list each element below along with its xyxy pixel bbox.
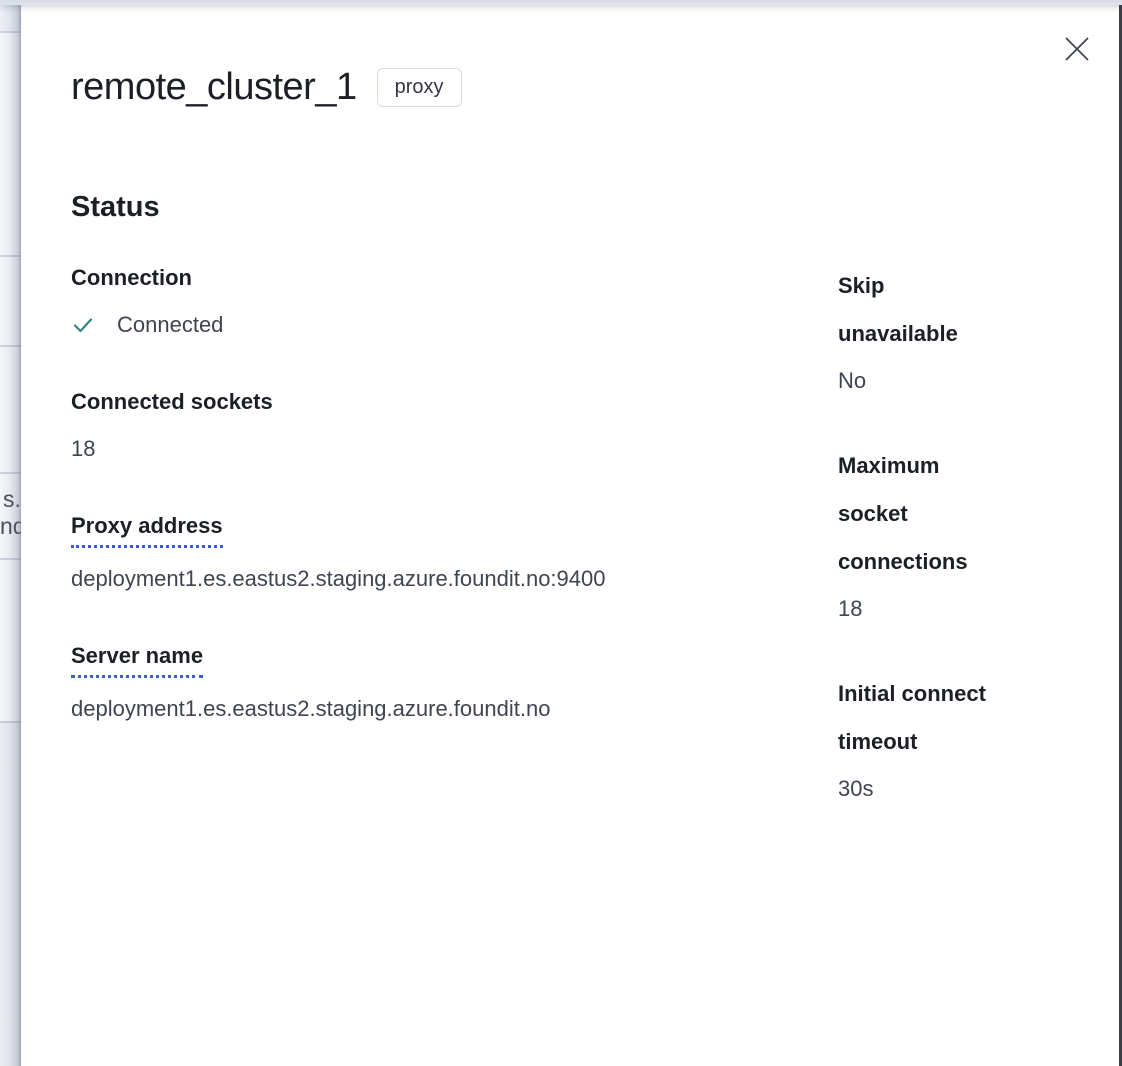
proxy-address-tooltip-anchor[interactable]: Proxy address bbox=[71, 510, 223, 548]
status-columns: Connection Connected Connected sockets 1… bbox=[71, 262, 1069, 804]
remote-cluster-details-flyout: remote_cluster_1 proxy Status Connection… bbox=[21, 5, 1119, 1066]
server-name-tooltip-anchor[interactable]: Server name bbox=[71, 640, 204, 678]
connected-sockets-value: 18 bbox=[71, 436, 96, 461]
background-divider bbox=[0, 472, 21, 474]
max-socket-connections-value: 18 bbox=[838, 596, 863, 621]
flyout-header: remote_cluster_1 proxy bbox=[71, 63, 1069, 111]
status-list-left: Connection Connected Connected sockets 1… bbox=[71, 262, 788, 804]
background-divider bbox=[0, 721, 21, 723]
server-name-value: deployment1.es.eastus2.staging.azure.fou… bbox=[71, 696, 551, 721]
background-text-fragment: s. bbox=[3, 486, 21, 512]
background-text-fragment: nd bbox=[0, 513, 21, 539]
flyout-title: remote_cluster_1 bbox=[71, 66, 357, 108]
connection-label: Connection bbox=[71, 265, 192, 290]
proxy-address-label: Proxy address bbox=[71, 510, 788, 548]
status-section-heading: Status bbox=[71, 191, 160, 223]
initial-connect-timeout-label: Initial connect timeout bbox=[838, 681, 986, 754]
connection-status-text: Connected bbox=[117, 312, 224, 337]
background-divider bbox=[0, 31, 21, 33]
skip-unavailable-label: Skip unavailable bbox=[838, 273, 958, 346]
proxy-address-value: deployment1.es.eastus2.staging.azure.fou… bbox=[71, 566, 606, 591]
skip-unavailable-value: No bbox=[838, 368, 867, 393]
initial-connect-timeout-value: 30s bbox=[838, 776, 874, 801]
close-icon bbox=[1064, 36, 1090, 62]
screen-right-edge-strip bbox=[1119, 0, 1122, 1066]
background-divider bbox=[0, 345, 21, 347]
background-page-strip: s. nd bbox=[0, 5, 21, 1066]
background-table-header bbox=[0, 5, 21, 31]
connection-value: Connected bbox=[71, 310, 788, 340]
connection-mode-badge: proxy bbox=[376, 67, 462, 107]
check-icon bbox=[71, 313, 95, 337]
connected-sockets-label: Connected sockets bbox=[71, 389, 273, 414]
background-page-footer-area bbox=[0, 723, 21, 1066]
screen-top-edge-band bbox=[0, 0, 1122, 5]
background-divider bbox=[0, 255, 21, 257]
status-list-right: Skip unavailable No Maximum socket conne… bbox=[838, 262, 1001, 804]
background-divider bbox=[0, 558, 21, 560]
server-name-label: Server name bbox=[71, 640, 788, 678]
close-button[interactable] bbox=[1053, 25, 1101, 73]
max-socket-connections-label: Maximum socket connections bbox=[838, 453, 968, 574]
flyout-shadow bbox=[0, 5, 21, 1066]
